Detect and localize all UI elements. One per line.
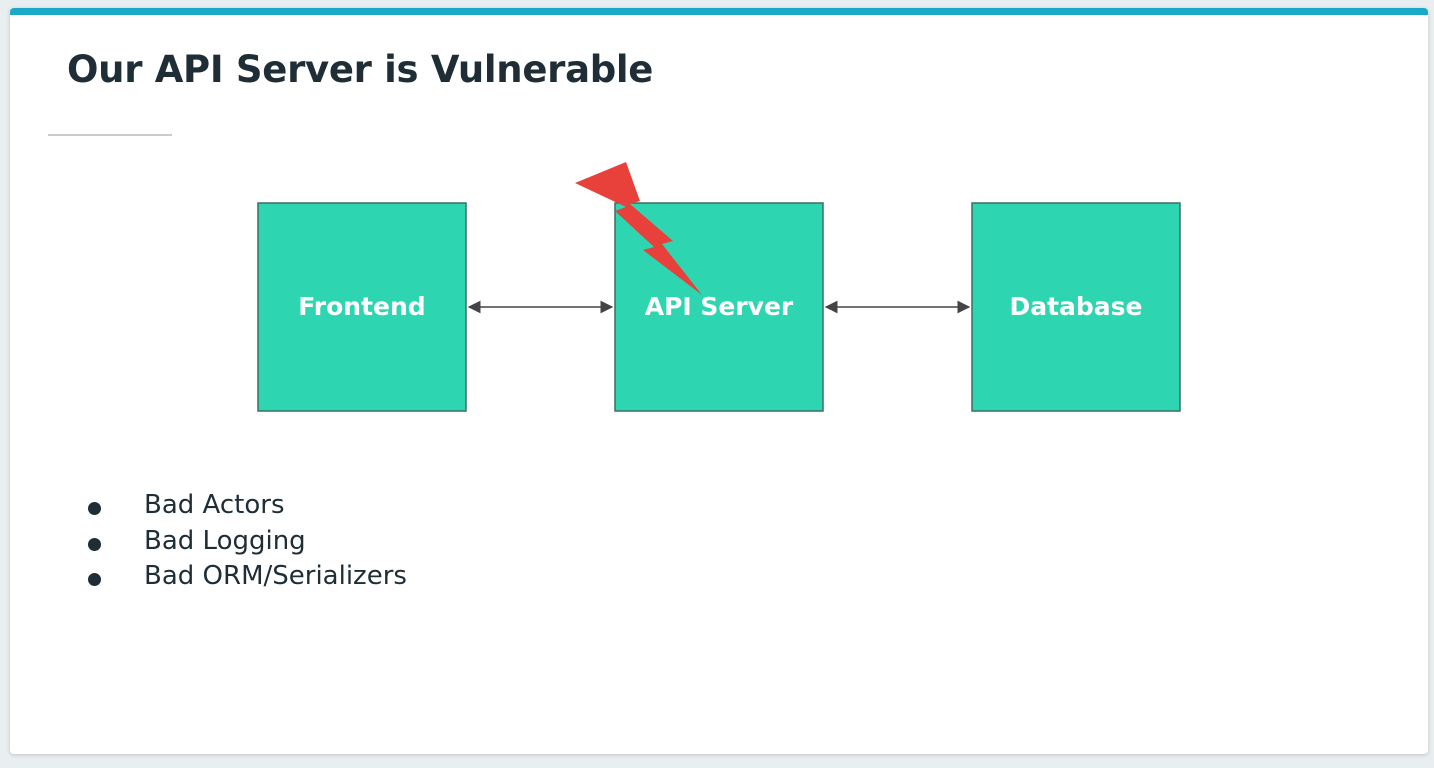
bullet-item: Bad Logging (88, 524, 407, 560)
bullet-dot-icon (88, 573, 101, 586)
slide: Our API Server is Vulnerable Frontend AP… (10, 8, 1428, 754)
node-database-label: Database (1009, 292, 1142, 321)
architecture-diagram: Frontend API Server Database (257, 162, 1181, 412)
node-api-server-label: API Server (645, 292, 794, 321)
bullet-text: Bad ORM/Serializers (144, 561, 407, 591)
node-api-server-box (614, 202, 824, 412)
bullet-text: Bad Logging (144, 525, 306, 556)
title-divider (48, 134, 172, 136)
slide-accent-bar (10, 8, 1428, 15)
bullet-list: Bad Actors Bad Logging Bad ORM/Serialize… (88, 488, 407, 595)
bullet-text: Bad Actors (144, 490, 285, 520)
slide-title: Our API Server is Vulnerable (67, 48, 654, 91)
bullet-item: Bad ORM/Serializers (88, 559, 407, 595)
node-frontend-box (257, 202, 467, 412)
node-frontend-label: Frontend (298, 292, 425, 321)
node-frontend: Frontend (257, 202, 467, 412)
node-database: Database (971, 202, 1181, 412)
bullet-dot-icon (88, 537, 101, 551)
bullet-dot-icon (88, 502, 101, 515)
node-database-box (971, 202, 1181, 412)
node-api-server: API Server (614, 202, 824, 412)
lightning-bolt-icon (575, 162, 702, 295)
bullet-item: Bad Actors (88, 488, 407, 524)
